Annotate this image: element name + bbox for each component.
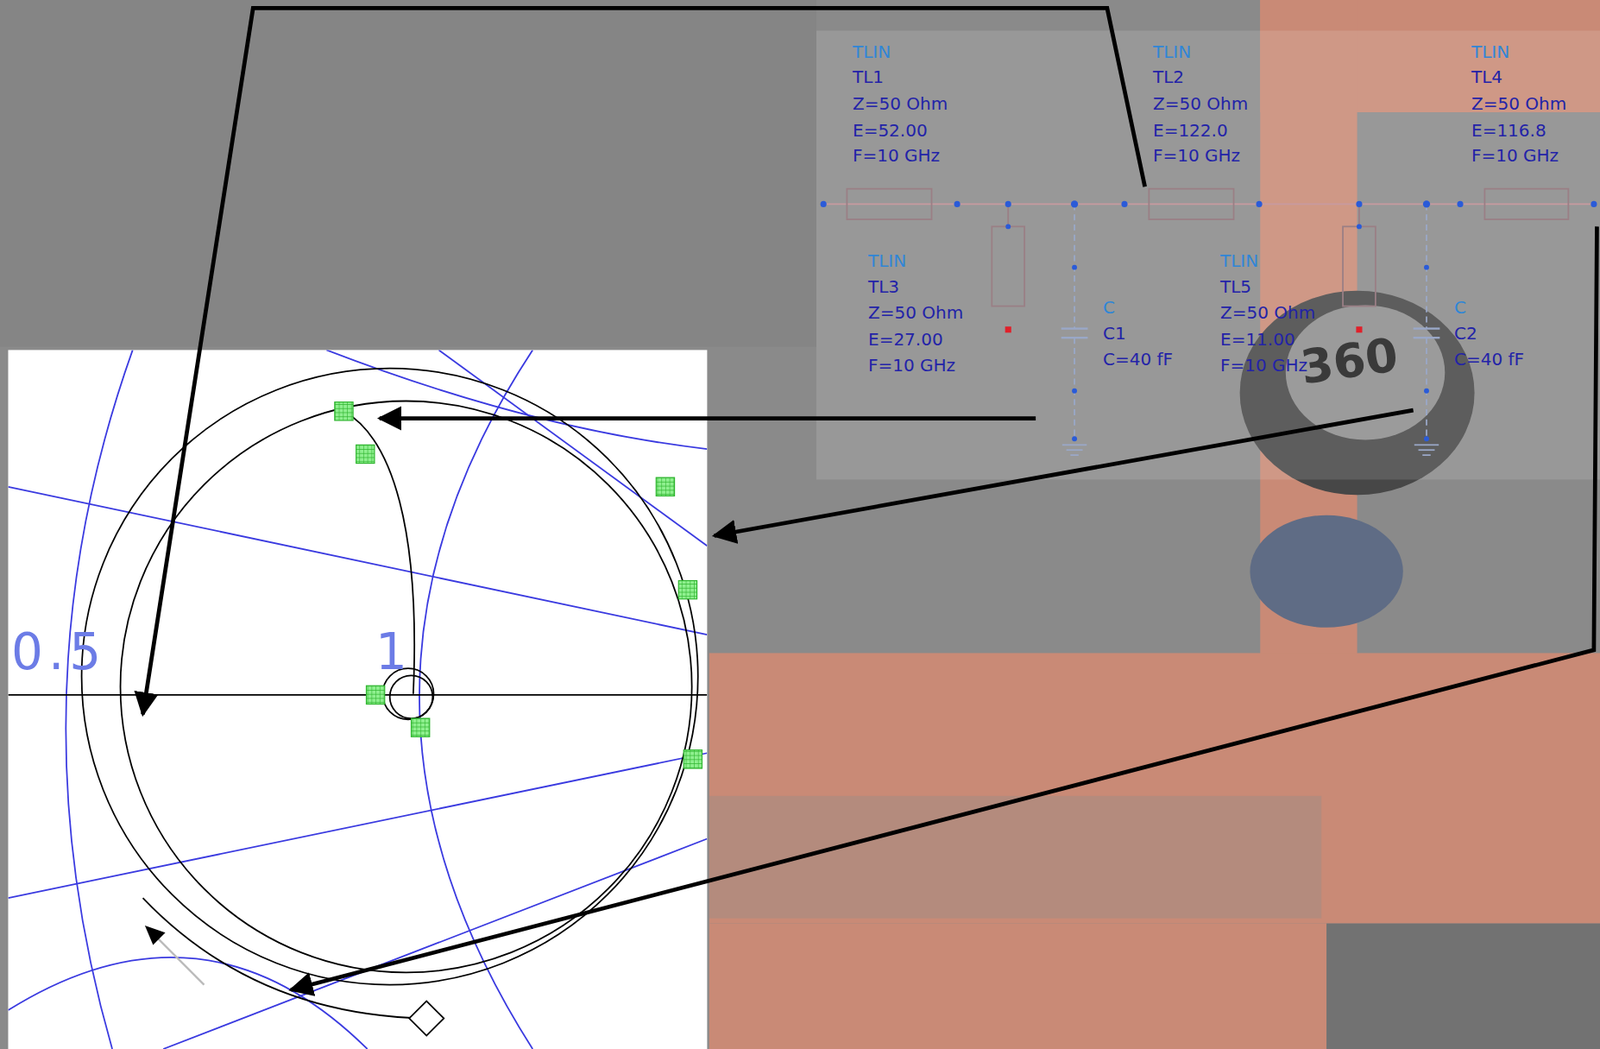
- component-name: TL2: [1152, 68, 1185, 86]
- axis-value: 0.5: [11, 626, 107, 677]
- component-name: TL3: [868, 277, 900, 296]
- component-name: TL1: [852, 68, 884, 86]
- callout-arrow: [143, 7, 1598, 989]
- schematic: [820, 188, 1598, 455]
- trace-curve: [81, 368, 699, 1019]
- component-name: TL5: [1220, 277, 1252, 296]
- component-name: C2: [1454, 324, 1478, 342]
- parameter: E=116.8: [1471, 121, 1547, 139]
- parameter: F=10 GHz: [852, 146, 940, 164]
- marker-square: [334, 402, 703, 769]
- model-name: C: [1454, 298, 1467, 316]
- model-name: TLIN: [852, 43, 891, 61]
- start-marker: [409, 1000, 444, 1035]
- parameter: Z=50 Ohm: [1152, 94, 1248, 113]
- model-name: TLIN: [868, 251, 907, 270]
- model-name: TLIN: [1220, 251, 1259, 270]
- tline-symbol: [846, 188, 932, 220]
- smith-grid: [7, 349, 707, 1049]
- parameter: F=10 GHz: [1471, 146, 1559, 164]
- photo-ground: [0, 0, 817, 347]
- parameter: C=40 fF: [1102, 350, 1173, 368]
- parameter: E=52.00: [852, 121, 928, 139]
- parameter: Z=50 Ohm: [1220, 303, 1316, 322]
- parameter: Z=50 Ohm: [852, 94, 948, 113]
- parameter: F=10 GHz: [1220, 356, 1308, 374]
- smith-chart: [7, 349, 707, 1049]
- parameter: Z=50 Ohm: [868, 303, 964, 322]
- solder-blob: [1249, 515, 1403, 628]
- part-marking: 360: [1297, 331, 1401, 391]
- axis-value: 1: [375, 626, 413, 677]
- component-name: C1: [1102, 324, 1127, 342]
- parameter: Z=50 Ohm: [1471, 94, 1567, 113]
- parameter: E=11.00: [1220, 330, 1296, 348]
- model-name: C: [1102, 298, 1115, 316]
- substrate: [1326, 923, 1600, 1049]
- parameter: C=40 fF: [1454, 350, 1525, 368]
- stub-symbol: [1342, 226, 1376, 306]
- pin-dot: [820, 200, 1598, 441]
- parameter: E=27.00: [868, 330, 944, 348]
- parameter: E=122.0: [1152, 121, 1229, 139]
- tline-symbol: [1484, 188, 1569, 220]
- tline-symbol: [1148, 188, 1234, 220]
- schematic-wash: [816, 30, 1600, 479]
- capacitor-symbol: [1061, 203, 1089, 455]
- model-name: TLIN: [1471, 43, 1510, 61]
- copper-pad: [709, 652, 1600, 923]
- model-name: TLIN: [1152, 43, 1191, 61]
- stub-symbol: [991, 226, 1025, 306]
- capacitor-symbol: [1413, 203, 1441, 455]
- component-name: TL4: [1471, 68, 1503, 86]
- parameter: F=10 GHz: [868, 356, 956, 374]
- copper-pad: [709, 923, 1327, 1049]
- parameter: F=10 GHz: [1152, 146, 1241, 164]
